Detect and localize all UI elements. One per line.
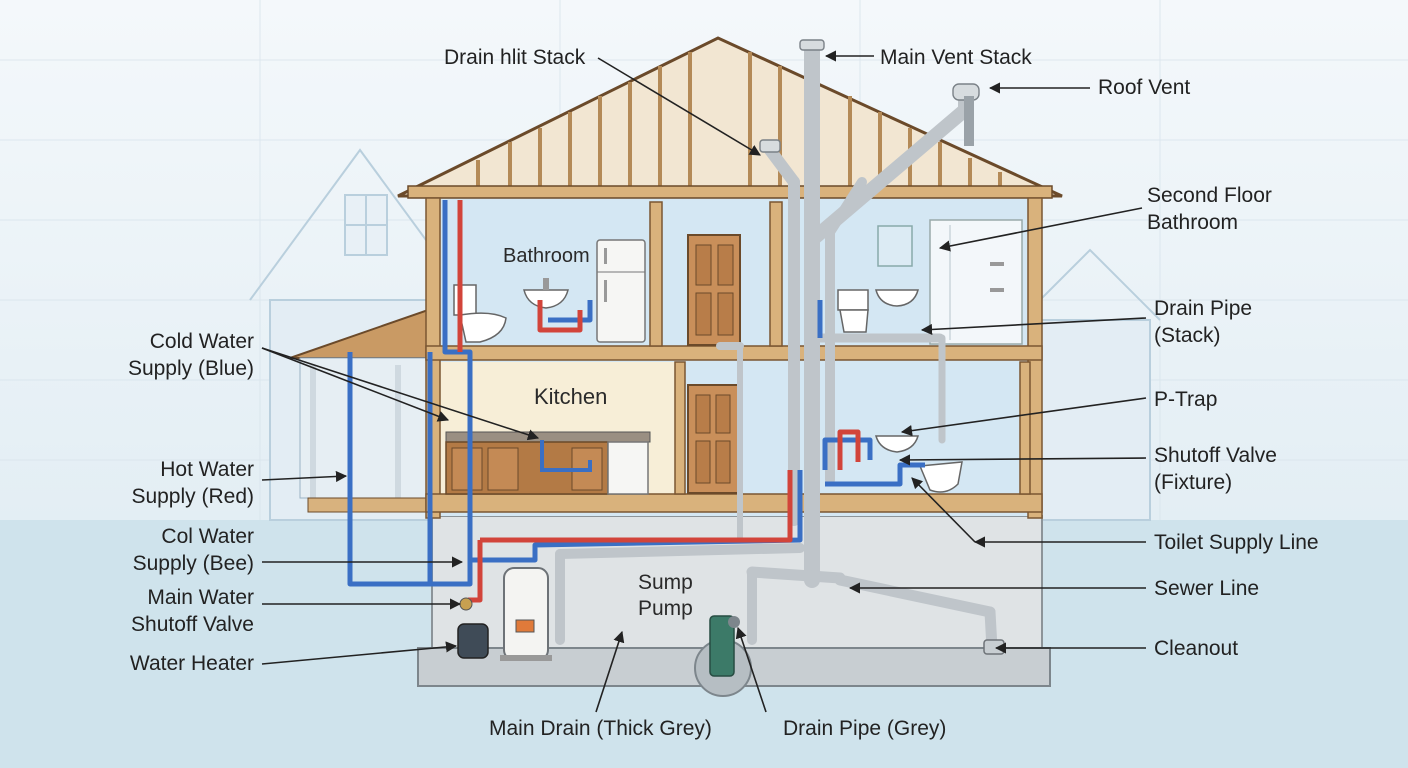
room-label-bathroom: Bathroom [503, 245, 590, 267]
sink-lower-right [875, 435, 919, 453]
label-drain-pipe-grey: Drain Pipe (Grey) [783, 717, 947, 740]
room-label-kitchen: Kitchen [534, 384, 608, 409]
toilet-upper-right [837, 289, 869, 333]
leader-drain-pipe-grey [735, 626, 767, 713]
label-main-vent-stack: Main Vent Stack [880, 46, 1032, 69]
background-house-right [1019, 248, 1161, 521]
leader-drain-pipe-stack [920, 317, 1147, 336]
room-label-sump-pump: Sump Pump [638, 571, 693, 620]
label-cleanout: Cleanout [1154, 637, 1239, 660]
label-roof-vent: Roof Vent [1098, 76, 1191, 99]
drain-vent-pipes [555, 40, 998, 654]
label-col-water-supply-bee: Col Water Supply (Bee) [132, 525, 254, 575]
leader-main-drain [595, 630, 625, 713]
cleanout-fitting [983, 639, 1005, 655]
label-drain-pipe-stack: Drain Pipe (Stack) [1154, 297, 1253, 347]
leader-toilet-supply-line-2 [911, 477, 976, 543]
label-drain-vent-stack: Drain hlit Stack [444, 46, 586, 69]
roof-vent-pipe [964, 96, 974, 146]
label-main-drain: Main Drain (Thick Grey) [489, 717, 712, 740]
sink-upper-left [523, 278, 569, 309]
callout-leader-lines [261, 50, 1147, 713]
cold-water-pipes [347, 200, 925, 587]
label-cold-water-supply-blue: Cold Water Supply (Blue) [127, 330, 254, 380]
leader-p-trap [900, 397, 1147, 437]
label-hot-water-supply-red: Hot Water Supply (Red) [131, 458, 254, 508]
leader-drain-vent-stack [597, 57, 761, 156]
label-shutoff-valve-fixture: Shutoff Valve (Fixture) [1154, 444, 1277, 494]
leader-cold-water-supply-1 [261, 347, 450, 422]
label-sewer-line: Sewer Line [1154, 577, 1260, 600]
mirror [877, 225, 913, 267]
sump-pump-unit [709, 615, 740, 677]
label-second-floor-bathroom: Second Floor Bathroom [1147, 184, 1272, 234]
kitchen-cabinets [445, 431, 651, 495]
toilet-lower-right [918, 461, 963, 493]
water-meter [457, 597, 489, 659]
leader-water-heater [261, 641, 458, 665]
roof [397, 36, 1063, 199]
door-upper [687, 234, 741, 346]
label-p-trap: P-Trap [1154, 388, 1218, 411]
leader-second-floor-bathroom [938, 207, 1143, 252]
leader-hot-water-supply [261, 470, 348, 483]
leader-cold-water-supply-2 [261, 347, 540, 441]
label-toilet-supply-line: Toilet Supply Line [1154, 531, 1319, 554]
hot-water-pipes [457, 200, 861, 613]
label-main-water-shutoff-valve: Main Water Shutoff Valve [131, 586, 254, 636]
sink-upper-right [875, 289, 919, 307]
water-heater-tank [500, 567, 552, 661]
refrigerator [596, 239, 646, 343]
leader-shutoff-valve-fixture [898, 454, 1147, 466]
kitchen-sink-plumbing [540, 440, 592, 472]
label-water-heater: Water Heater [129, 652, 254, 675]
door-lower [687, 384, 739, 494]
